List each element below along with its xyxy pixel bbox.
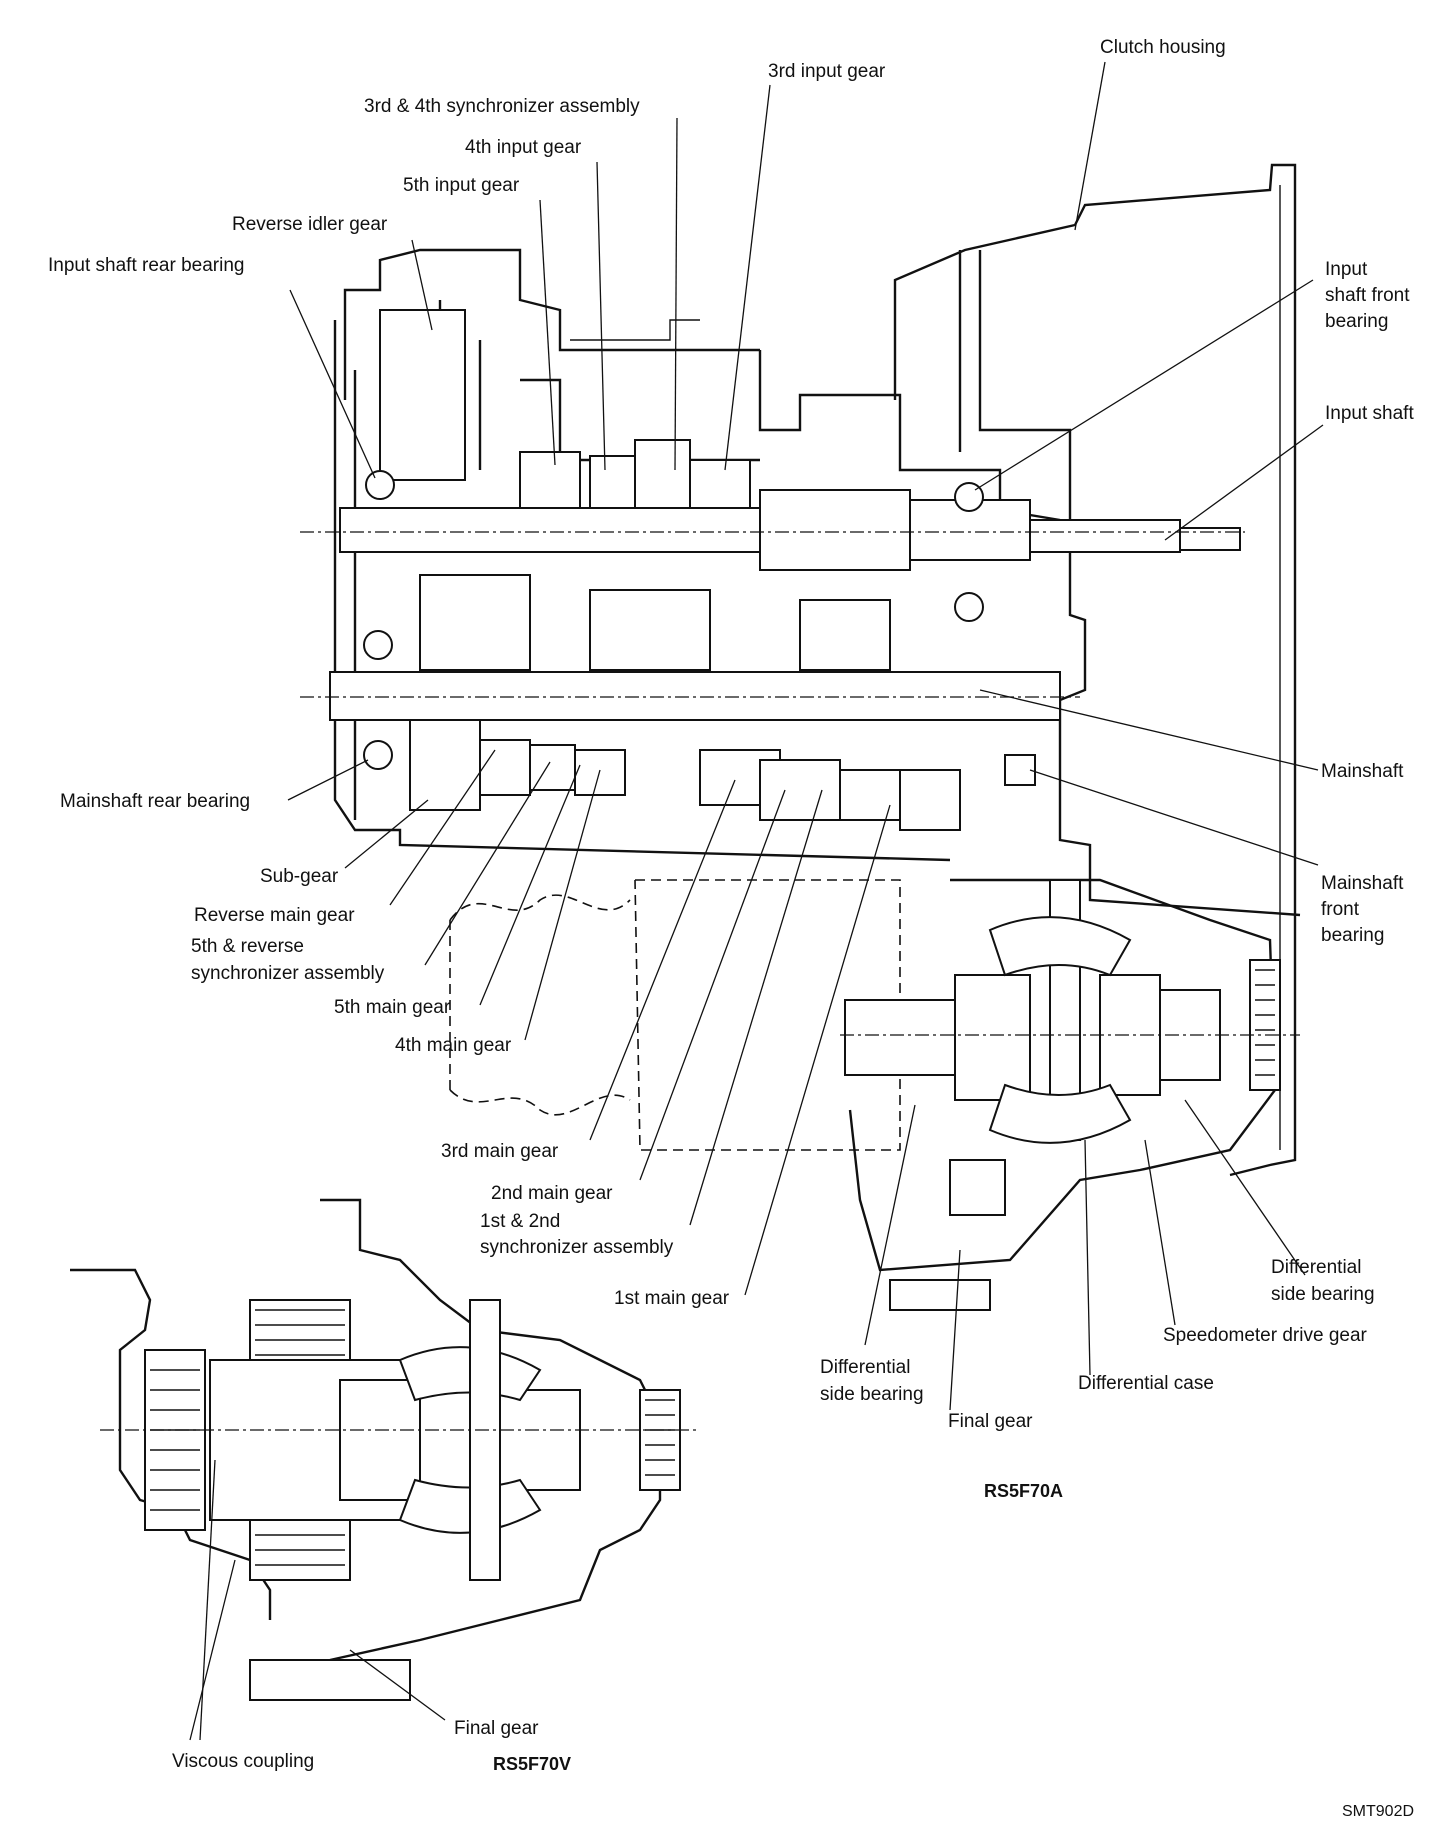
differential-rs5f70a — [840, 878, 1300, 1311]
label-2nd-main-gear: 2nd main gear — [491, 1183, 613, 1204]
label-mainshaft-rear-bearing: Mainshaft rear bearing — [60, 791, 251, 812]
label-mainshaft-front-bearing-line3: bearing — [1321, 925, 1385, 946]
label-differential-side-bearing-left-line2: side bearing — [820, 1384, 924, 1405]
label-3rd-input-gear: 3rd input gear — [768, 61, 886, 82]
label-5th-reverse-sync-line2: synchronizer assembly — [191, 963, 385, 984]
mainshaft — [300, 671, 1080, 721]
label-final-gear-rs5f70v: Final gear — [454, 1718, 539, 1739]
label-mainshaft-front-bearing-line1: Mainshaft — [1321, 873, 1404, 894]
label-differential-case: Differential case — [1078, 1373, 1214, 1394]
label-1st-main-gear: 1st main gear — [614, 1288, 730, 1309]
label-mainshaft-front-bearing-line2: front — [1321, 899, 1360, 920]
label-mainshaft: Mainshaft — [1321, 761, 1404, 782]
label-3rd-main-gear: 3rd main gear — [441, 1141, 559, 1162]
label-final-gear-rs5f70a: Final gear — [948, 1411, 1033, 1432]
model-label-rs5f70a: RS5F70A — [984, 1481, 1064, 1501]
bearings — [363, 470, 1036, 786]
reference-outline — [449, 879, 901, 1151]
label-viscous-coupling: Viscous coupling — [172, 1751, 315, 1772]
label-4th-input-gear: 4th input gear — [465, 137, 582, 158]
input-shaft — [300, 489, 1245, 571]
model-label-rs5f70v: RS5F70V — [493, 1754, 572, 1774]
label-reverse-idler-gear: Reverse idler gear — [232, 214, 388, 235]
label-differential-side-bearing-right-line2: side bearing — [1271, 1284, 1375, 1305]
label-differential-side-bearing-left-line1: Differential — [820, 1357, 911, 1378]
label-differential-side-bearing-right-line1: Differential — [1271, 1257, 1362, 1278]
label-5th-reverse-sync-line1: 5th & reverse — [191, 936, 304, 957]
label-4th-main-gear: 4th main gear — [395, 1035, 512, 1056]
label-speedometer-drive-gear: Speedometer drive gear — [1163, 1325, 1367, 1346]
label-3rd-4th-synchronizer-assembly: 3rd & 4th synchronizer assembly — [364, 96, 640, 117]
label-5th-main-gear: 5th main gear — [334, 997, 451, 1018]
input-shaft-gears — [379, 309, 891, 671]
label-sub-gear: Sub-gear — [260, 866, 339, 887]
label-5th-input-gear: 5th input gear — [403, 175, 520, 196]
label-reverse-main-gear: Reverse main gear — [194, 905, 355, 926]
label-input-shaft: Input shaft — [1325, 403, 1414, 424]
label-input-shaft-front-bearing-line2: shaft front — [1325, 285, 1410, 306]
differential-rs5f70v — [70, 1198, 700, 1701]
label-input-shaft-front-bearing-line3: bearing — [1325, 311, 1389, 332]
label-1st-2nd-sync-line2: synchronizer assembly — [480, 1237, 674, 1258]
label-input-shaft-front-bearing-line1: Input — [1325, 259, 1368, 280]
label-1st-2nd-sync-line1: 1st & 2nd — [480, 1211, 561, 1232]
mainshaft-gears — [409, 719, 961, 831]
label-input-shaft-rear-bearing: Input shaft rear bearing — [48, 255, 245, 276]
leader-lines — [189, 61, 1324, 1741]
figure-code: SMT902D — [1342, 1803, 1415, 1820]
label-clutch-housing: Clutch housing — [1100, 37, 1226, 58]
